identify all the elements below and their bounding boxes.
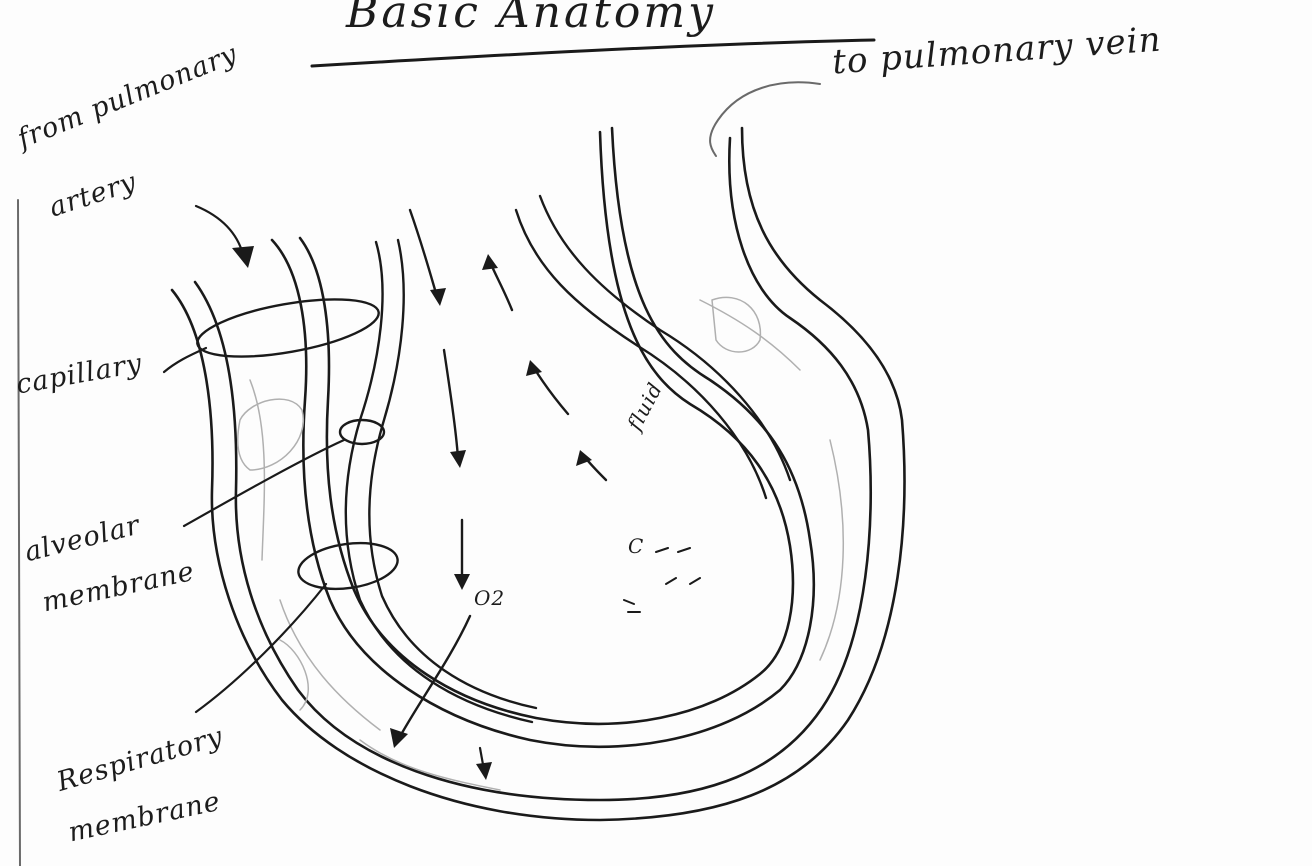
co2-flow-up-arrowhead-2 bbox=[526, 360, 542, 376]
capillary-leader-line bbox=[164, 348, 206, 372]
co2-flow-up-2 bbox=[534, 368, 568, 414]
margin-line bbox=[18, 200, 20, 866]
membrane-wall-c bbox=[540, 196, 790, 480]
o2-flow-down-arrowhead-2 bbox=[450, 450, 466, 468]
shading-1 bbox=[250, 300, 843, 730]
respiratory-leader-line bbox=[196, 584, 326, 712]
membrane-wall-a bbox=[346, 242, 532, 722]
co2-flow-up-arrowhead-1 bbox=[482, 254, 498, 270]
capillary-callout-ellipse bbox=[193, 288, 383, 367]
o2-flow-down-arrowhead-3 bbox=[454, 574, 470, 590]
shading-4 bbox=[280, 640, 500, 790]
capillary-inner-wall bbox=[195, 138, 871, 800]
membrane-wall-d bbox=[516, 210, 766, 498]
o2-to-blood-arrowhead bbox=[390, 728, 408, 748]
vein-leader-line bbox=[710, 82, 820, 156]
shading-3 bbox=[712, 297, 760, 352]
capillary-outer-wall bbox=[172, 128, 904, 820]
alveolar-wall-inner bbox=[300, 132, 793, 724]
o2-flow-down-arrowhead-1 bbox=[430, 288, 446, 306]
alveolar-callout-ellipse bbox=[340, 420, 384, 444]
artery-arrowhead bbox=[232, 246, 254, 268]
o2-flow-down-1 bbox=[410, 210, 438, 300]
co2-flow-up-1 bbox=[490, 262, 512, 310]
title-underline bbox=[312, 40, 874, 66]
o2-label: O2 bbox=[474, 588, 505, 609]
page-title: Basic Anatomy bbox=[346, 0, 716, 36]
alveolar-wall-outer bbox=[272, 128, 814, 747]
o2-flow-bottom-arrowhead bbox=[476, 762, 492, 780]
o2-flow-down-2 bbox=[444, 350, 458, 458]
co2-label: C bbox=[628, 536, 644, 557]
shading-2 bbox=[238, 399, 304, 470]
